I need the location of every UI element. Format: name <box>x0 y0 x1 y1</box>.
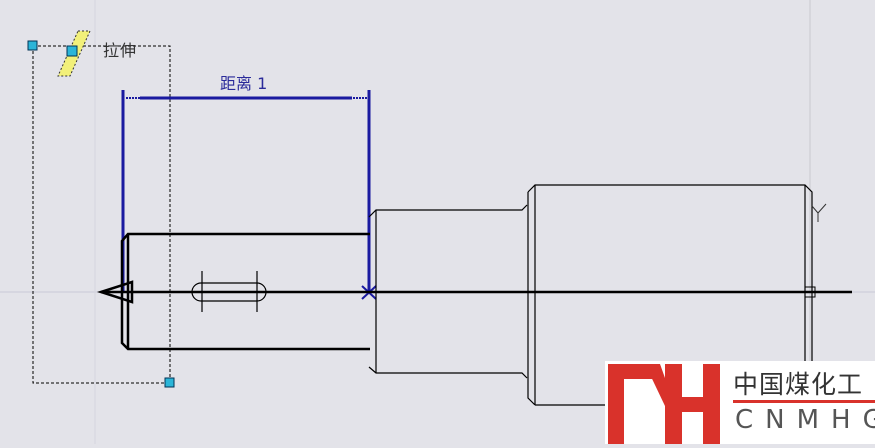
extrude-bounding-box <box>32 45 171 384</box>
watermark-chinese-text: 中国煤化工 <box>733 370 864 399</box>
watermark-divider <box>733 400 875 403</box>
extrude-feature-label[interactable]: 拉伸 <box>103 41 138 60</box>
y-axis-icon <box>811 203 827 222</box>
distance-dimension[interactable] <box>121 90 377 300</box>
mh-logo-mark <box>608 364 720 444</box>
watermark-logo: 中国煤化工 CNMHG <box>605 361 875 444</box>
resize-handle-bottom-right[interactable] <box>164 377 175 388</box>
resize-handle-top-left[interactable] <box>27 40 38 51</box>
watermark-english-text: CNMHG <box>735 405 875 435</box>
axis-endpoint-marker[interactable] <box>804 286 816 298</box>
extrude-icon[interactable] <box>57 30 91 77</box>
dimension-label[interactable]: 距离 1 <box>220 74 268 93</box>
